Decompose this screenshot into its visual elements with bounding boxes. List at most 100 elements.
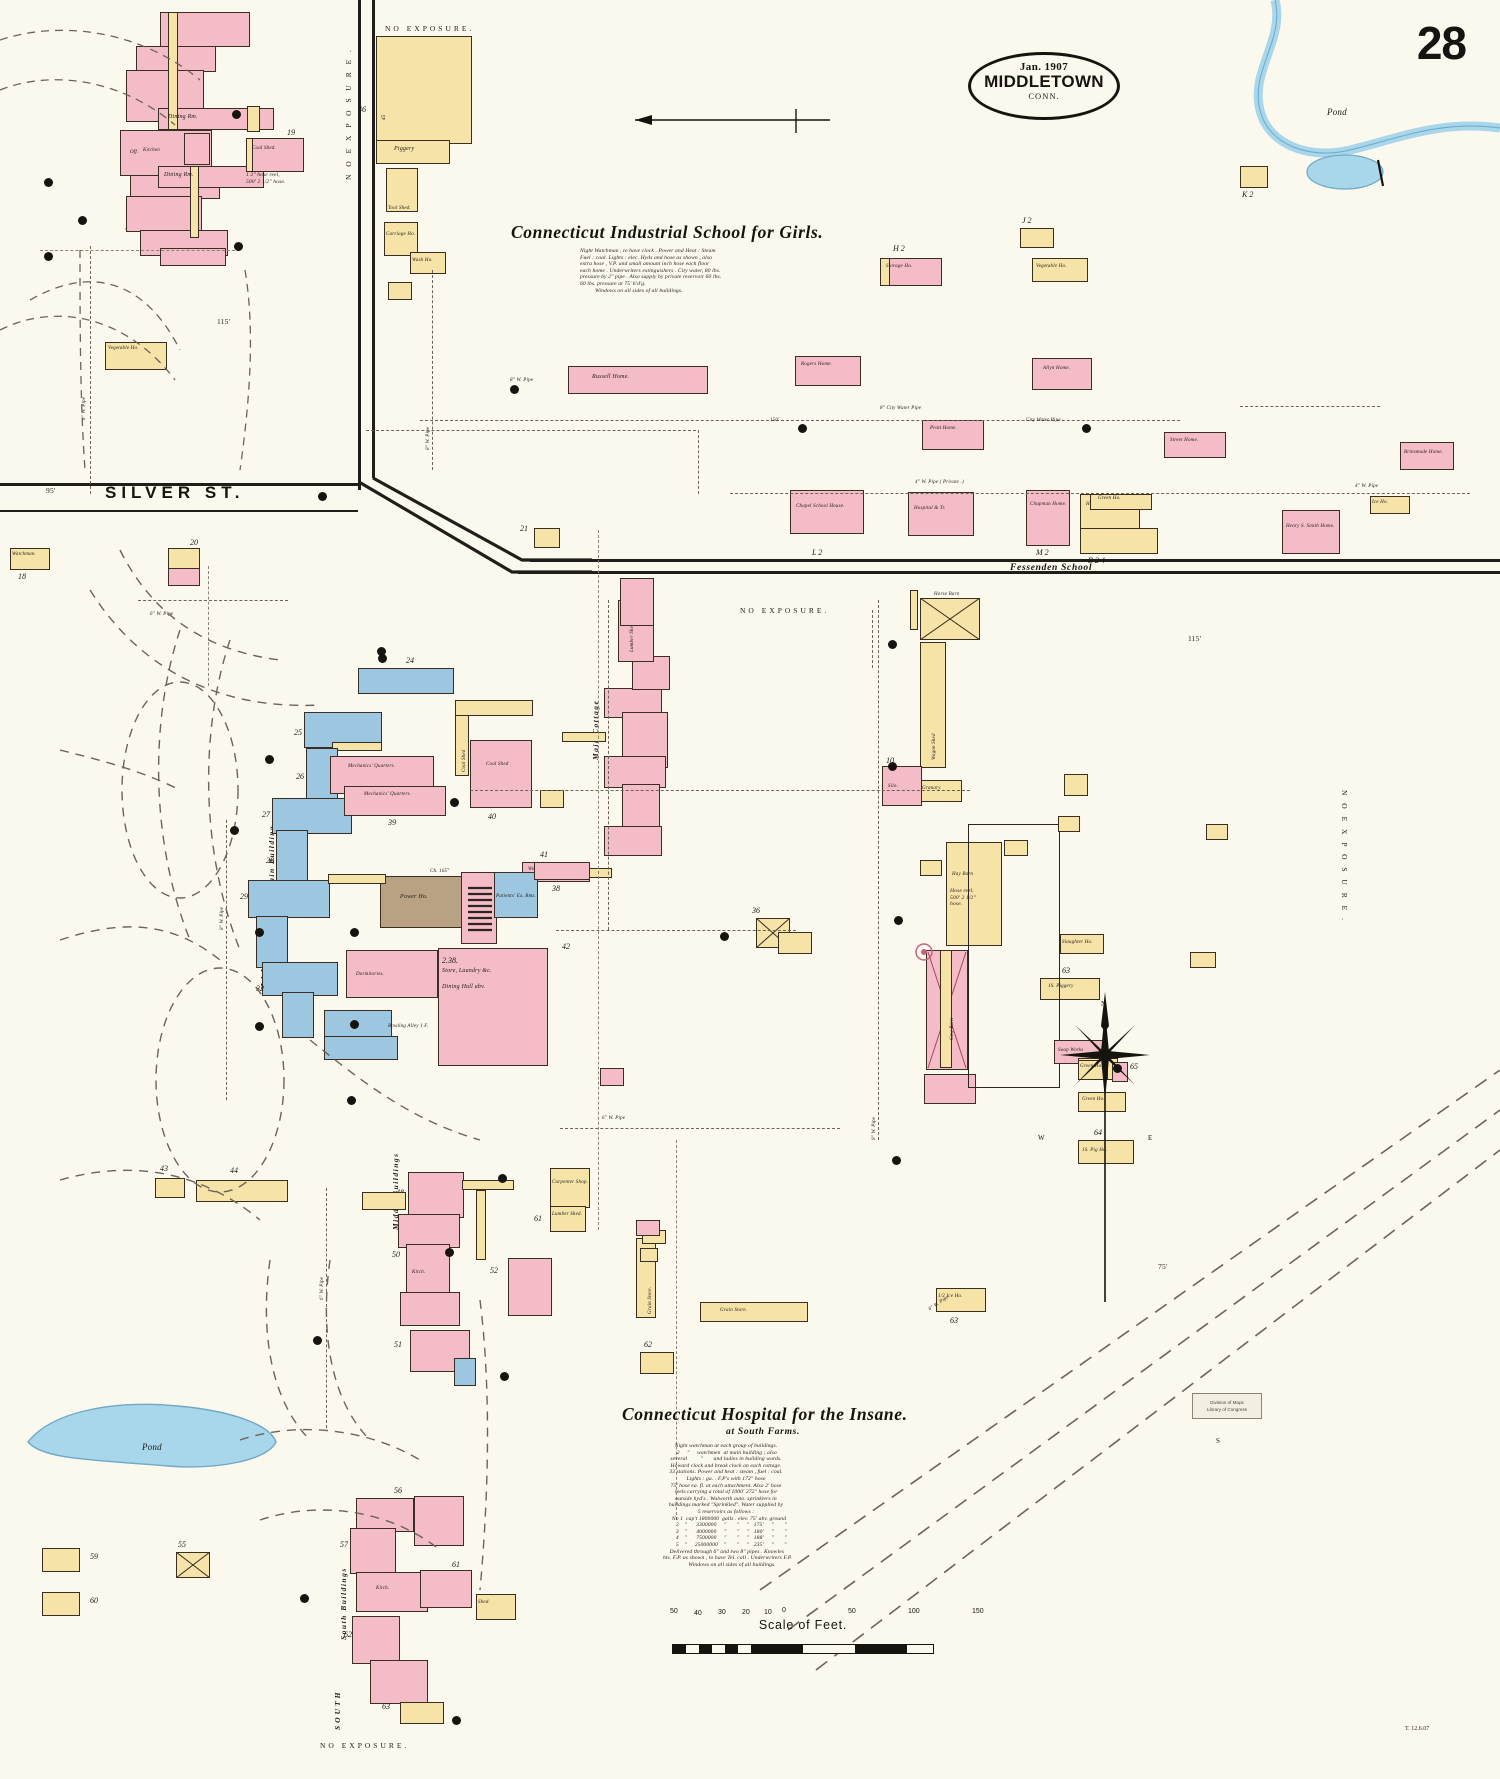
scale-tick-50L: 50 — [670, 1608, 678, 1615]
label-chimney-height: Ch. 165° — [430, 869, 450, 874]
pipe-line-hospital-east-2 — [556, 930, 796, 931]
scale-tick-10: 10 — [764, 1609, 772, 1616]
compass-needle — [1101, 992, 1109, 1302]
hydrant-22 — [313, 1336, 322, 1345]
driveway-hospital-loop — [60, 549, 481, 1221]
building-62 — [640, 1352, 674, 1374]
label-dining-room-2: Dining Rm. — [164, 172, 194, 178]
building-wash-ho — [410, 252, 446, 274]
number-h2: K 2 — [1242, 190, 1254, 199]
pipe-line-hospital-east — [470, 790, 970, 791]
building-silver-pink — [620, 578, 654, 626]
scale-tick-150: 150 — [972, 1608, 984, 1615]
building-south-misc — [476, 1594, 516, 1620]
hydrant-7 — [798, 424, 807, 433]
pipe-branch-center — [366, 430, 696, 431]
building-henry-smith-home — [1282, 510, 1340, 554]
silver-st-south-edge — [0, 510, 358, 512]
hydrant-3 — [78, 216, 87, 225]
building-farm-small-4 — [1004, 840, 1028, 856]
label-ice-ho-fessenden: Ice Ho. — [1372, 500, 1389, 505]
building-coal-shed-hospital — [470, 740, 532, 808]
scale-tick-50R: 50 — [848, 1608, 856, 1615]
south-ward-58 — [420, 1570, 472, 1608]
building-grain-store — [700, 1302, 808, 1322]
building-dormitories — [346, 950, 438, 998]
number-60: 63 — [382, 1702, 390, 1711]
elev-marker-150: 115' — [217, 317, 231, 326]
silver-st-north-edge — [0, 483, 360, 487]
number-g: 63 — [1062, 966, 1070, 975]
ward-21 — [358, 668, 454, 694]
building-wagon-shed — [920, 642, 946, 768]
road-edge-vertical-west — [358, 0, 362, 490]
number-53: 56 — [394, 1486, 402, 1495]
sheet-number: 28 — [1416, 17, 1467, 69]
scale-bar — [672, 1644, 934, 1654]
building-ice-ho-fessenden — [1370, 496, 1410, 514]
number-42: 46 — [358, 105, 366, 114]
road-edge-vertical-west-2 — [372, 0, 376, 478]
number-62: 62 — [644, 1340, 652, 1349]
pipe-line-west-main — [226, 820, 227, 1100]
building-pig-ho — [1078, 1140, 1134, 1164]
pipe-line-4in-private — [730, 493, 1470, 494]
ward-bowling-alley — [324, 1036, 398, 1060]
building-coal-shed-north — [246, 138, 304, 172]
number-16: 19 — [287, 128, 295, 137]
label-watchman: Watchman. — [12, 552, 36, 557]
building-tool-shed-school — [386, 168, 418, 212]
mechanics-quarters — [344, 786, 446, 816]
corridor-22-23 — [332, 742, 382, 751]
label-kitch-middle: Kitch. — [412, 1270, 426, 1275]
scale-title: Scale of Feet. — [758, 1618, 848, 1632]
label-power-house: Power Ho. — [400, 894, 428, 900]
building-piggery-school — [376, 140, 450, 164]
scale-tick-40: 40 — [694, 1610, 702, 1617]
cow-barn-corridor — [940, 950, 952, 1068]
compass-rose — [1060, 992, 1150, 1302]
compass-south-label: S — [1216, 1437, 1220, 1445]
building-34 — [778, 932, 812, 954]
middle-ward-kitch — [406, 1244, 450, 1294]
label-lumber-shed: Lumber Shed. — [552, 1212, 583, 1217]
heading-industrial-school: Connecticut Industrial School for Girls. — [511, 222, 824, 242]
elevation-marker-150b: 115' — [1188, 634, 1202, 643]
label-mechanics-quarters: Mechanics' Quarters — [364, 792, 410, 797]
building-57-sw — [42, 1592, 80, 1616]
building-farm-small-3 — [1206, 824, 1228, 840]
street-name-silver: SILVER ST. — [105, 483, 245, 502]
building-piggery-g — [1040, 978, 1100, 1000]
pipe-branch-south — [560, 1128, 840, 1129]
label-gallery: Mechanics' Quarters — [348, 764, 394, 769]
label-bowling-alley: Bowling Alley 1 F. — [388, 1024, 429, 1029]
building-dining-room-north — [158, 108, 274, 130]
label-coal-shed-hospital: Coal Shed — [486, 762, 509, 767]
number-47: 50 — [392, 1250, 400, 1259]
hydrant-27 — [720, 932, 729, 941]
hydrant-14 — [450, 798, 459, 807]
scale-tick-100: 100 — [908, 1608, 920, 1615]
fence-line-1 — [598, 530, 599, 1230]
label-allyn-home: Allyn Home. — [1043, 366, 1071, 371]
label-vegetable-ho: Vegetable Ho. — [1036, 264, 1067, 269]
building-small-school-1 — [1020, 228, 1054, 248]
building-green-ho-fessenden — [1080, 528, 1158, 554]
label-horse-barn: Horse Barn — [934, 592, 960, 597]
building-56-sw — [42, 1548, 80, 1572]
pipe-line-8in-west — [90, 246, 91, 494]
building-patients-ex-rms — [494, 872, 538, 918]
title-cartouche: Jan. 1907 MIDDLETOWN CONN. — [968, 52, 1120, 120]
label-street-home: Street Home. — [1170, 438, 1199, 443]
south-ward-annex — [400, 1702, 444, 1724]
number-238: 2.38. — [442, 956, 458, 965]
hydrant-11 — [378, 654, 387, 663]
label-pratt-home: Pratt Home. — [930, 426, 957, 431]
number-58: 61 — [452, 1560, 460, 1569]
heading-hospital-sub: at South Farms. — [726, 1427, 801, 1437]
building-d-silo — [882, 766, 922, 806]
building-6-annex — [247, 106, 260, 132]
coal-shed-north-annex — [246, 138, 253, 172]
pipe-label-6in-south: 6" W. Pipe — [602, 1116, 626, 1121]
label-kitch-south: Kitch. — [376, 1586, 390, 1591]
